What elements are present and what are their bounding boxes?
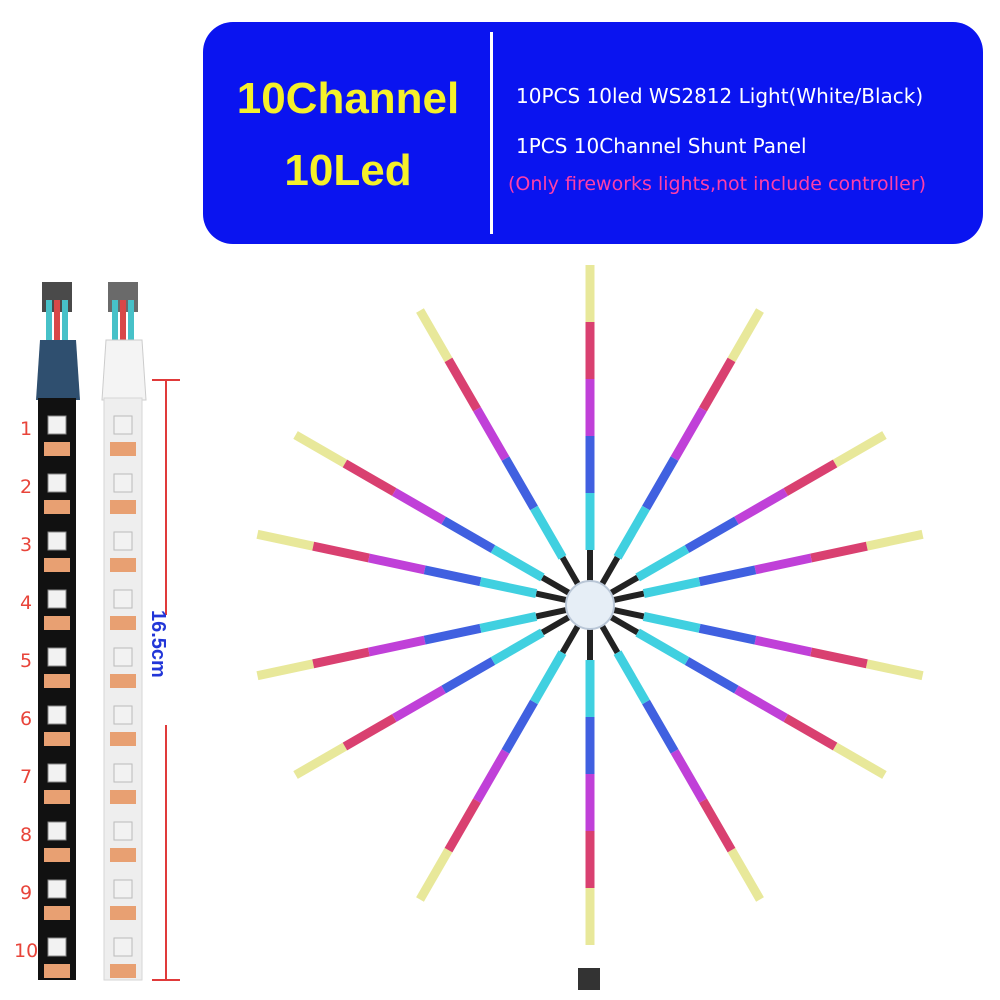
bottom-plug (578, 968, 600, 990)
firework-arm (599, 308, 764, 586)
led-chip (113, 763, 133, 783)
led-number: 9 (19, 882, 33, 904)
led-number: 8 (19, 824, 33, 846)
led-number: 1 (19, 418, 33, 440)
led-chip (113, 821, 133, 841)
banner-title-led: 10Led (284, 146, 412, 195)
led-chip (47, 473, 67, 493)
solder-pad (110, 964, 136, 978)
banner-info-panel: 1PCS 10Channel Shunt Panel (516, 134, 807, 158)
solder-pad (44, 616, 70, 630)
solder-pad (110, 732, 136, 746)
led-chip (47, 589, 67, 609)
solder-pad (44, 500, 70, 514)
white-strip-body (103, 397, 143, 981)
firework-arm (416, 624, 581, 902)
led-chip (113, 415, 133, 435)
firework-arm (599, 624, 764, 902)
firework-arm (416, 308, 581, 586)
solder-pad (44, 732, 70, 746)
led-chip (47, 705, 67, 725)
led-chip (47, 531, 67, 551)
solder-pad (110, 674, 136, 688)
led-number: 2 (19, 476, 33, 498)
fireworks-light (256, 265, 924, 945)
led-chip (113, 473, 133, 493)
led-chip (113, 937, 133, 957)
led-chip (113, 589, 133, 609)
banner-title-channel: 10Channel (236, 74, 460, 123)
firework-arm (609, 431, 887, 596)
solder-pad (44, 558, 70, 572)
banner-info-lights: 10PCS 10led WS2812 Light(White/Black) (516, 84, 924, 108)
led-number: 4 (19, 592, 33, 614)
firework-arm (612, 607, 924, 681)
led-chip (47, 763, 67, 783)
black-strip-heatshrink (36, 340, 80, 400)
firework-arm (293, 431, 571, 596)
led-number: 7 (19, 766, 33, 788)
led-chip (113, 879, 133, 899)
white-strip-heatshrink (101, 339, 147, 401)
led-chip (47, 937, 67, 957)
led-chip (113, 705, 133, 725)
led-chip (47, 879, 67, 899)
banner-note: (Only fireworks lights,not include contr… (508, 173, 927, 195)
solder-pad (110, 848, 136, 862)
led-chip (47, 647, 67, 667)
black-strip (36, 282, 80, 980)
solder-pad (110, 558, 136, 572)
banner-divider (490, 32, 493, 234)
firework-arm (256, 607, 568, 681)
led-number: 5 (19, 650, 33, 672)
led-chip (113, 647, 133, 667)
firework-arm (612, 529, 924, 603)
shunt-panel (565, 580, 615, 630)
solder-pad (110, 616, 136, 630)
firework-arm (256, 529, 568, 603)
solder-pad (110, 500, 136, 514)
solder-pad (44, 848, 70, 862)
solder-pad (44, 906, 70, 920)
length-dimension (150, 379, 182, 981)
dimension-label: 16.5cm (147, 610, 169, 678)
led-chip (113, 531, 133, 551)
solder-pad (110, 790, 136, 804)
firework-arm (293, 614, 571, 779)
led-chip (47, 821, 67, 841)
solder-pad (44, 790, 70, 804)
solder-pad (44, 442, 70, 456)
led-number: 6 (19, 708, 33, 730)
solder-pad (110, 442, 136, 456)
firework-arm (609, 614, 887, 779)
solder-pad (110, 906, 136, 920)
solder-pad (44, 674, 70, 688)
led-number: 10 (14, 940, 39, 962)
led-chip (47, 415, 67, 435)
title-banner: 10Channel 10Led 10PCS 10led WS2812 Light… (203, 22, 983, 244)
solder-pad (44, 964, 70, 978)
led-number: 3 (19, 534, 33, 556)
white-strip (101, 282, 147, 981)
